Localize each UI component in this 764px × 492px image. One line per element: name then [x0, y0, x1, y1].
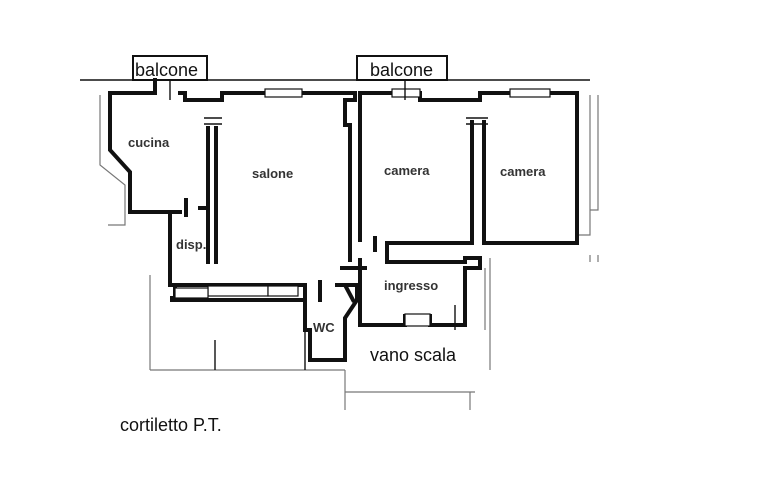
area-label-cortiletto: cortiletto P.T.	[120, 415, 222, 435]
balcony-left: balcone	[132, 55, 208, 81]
room-label-disp: disp.	[176, 237, 206, 252]
area-labels: vano scala cortiletto P.T.	[120, 345, 457, 435]
outer-walls	[108, 78, 579, 362]
room-label-salone: salone	[252, 166, 293, 181]
area-label-vano-scala: vano scala	[370, 345, 457, 365]
balcony-right-label: balcone	[370, 60, 433, 80]
balcony-left-label: balcone	[135, 60, 198, 80]
room-label-camera-2: camera	[500, 164, 546, 179]
balcony-right: balcone	[356, 55, 448, 81]
room-label-wc: WC	[313, 320, 335, 335]
context-lines	[80, 79, 599, 410]
room-label-camera-1: camera	[384, 163, 430, 178]
windows	[169, 80, 551, 370]
room-labels: cucina salone camera camera disp. ingres…	[128, 135, 546, 335]
room-label-cucina: cucina	[128, 135, 170, 150]
room-label-ingresso: ingresso	[384, 278, 438, 293]
interior-walls	[184, 91, 377, 303]
